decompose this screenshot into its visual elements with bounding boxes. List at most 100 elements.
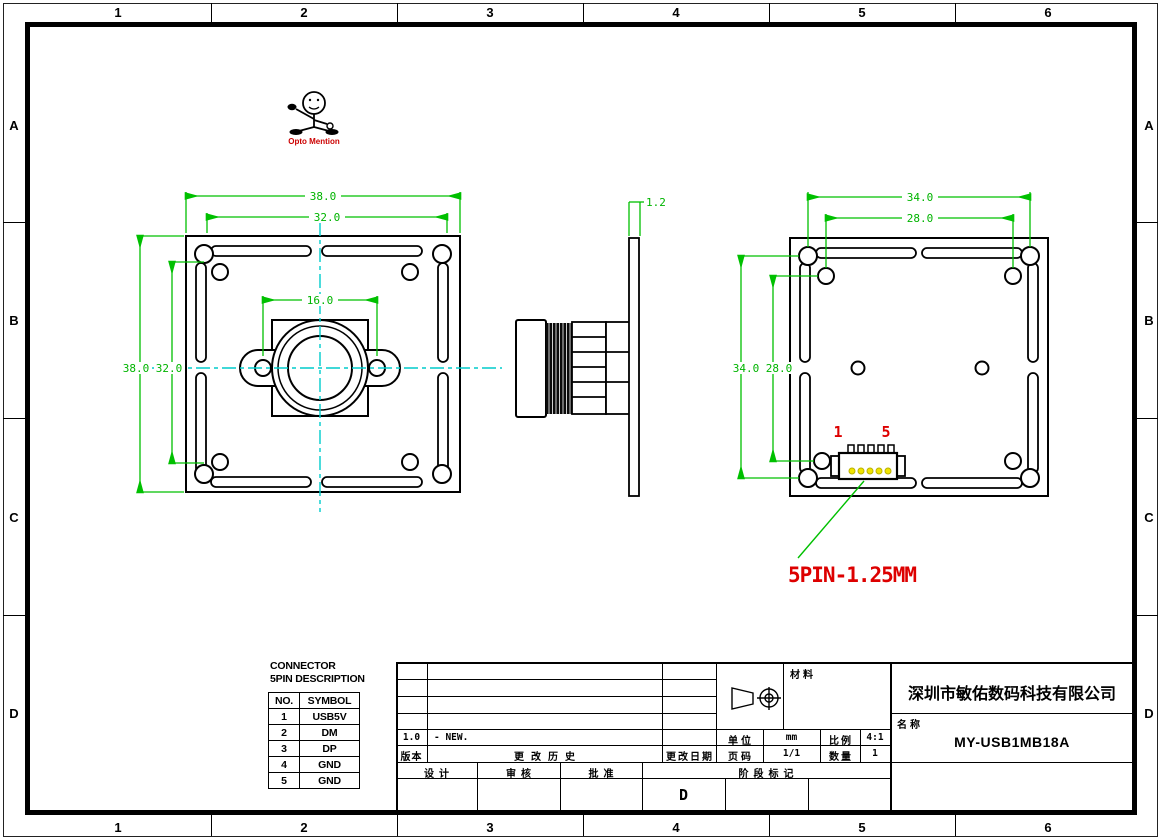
zone-tick (583, 3, 584, 22)
zone-col-label: 5 (858, 820, 866, 835)
titleblock-line (396, 662, 1132, 664)
outer-frame (3, 3, 1158, 837)
zone-col-label: 1 (114, 820, 122, 835)
label-history: 更改历史 (514, 752, 582, 763)
pin-5-label: 5 (881, 423, 890, 441)
titleblock-line (662, 662, 663, 763)
connector-note: 5PIN-1.25MM (788, 563, 916, 587)
dim-back-height: 34.0 (733, 362, 760, 375)
zone-tick (3, 222, 25, 223)
zone-col-label: 4 (672, 5, 680, 20)
pin-no: 5 (268, 772, 300, 789)
projection-symbol-icon (731, 687, 781, 710)
label-version: 版本 (400, 752, 423, 763)
logo-stick-figure-icon (287, 91, 339, 135)
pin-symbol: USB5V (299, 708, 360, 725)
pin-symbol: DP (299, 740, 360, 757)
zone-row-label: A (1144, 118, 1154, 133)
zone-col-label: 4 (672, 820, 680, 835)
connector-table-title: CONNECTOR 5PIN DESCRIPTION (270, 660, 365, 686)
zone-col-label: 3 (486, 5, 494, 20)
mounting-holes (194, 244, 452, 484)
fpc-connector (830, 444, 906, 481)
zone-tick (211, 815, 212, 836)
zone-tick (397, 3, 398, 22)
part-number: MY-USB1MB18A (954, 734, 1070, 750)
titleblock-line (725, 778, 726, 810)
page-value: 1/1 (782, 748, 801, 759)
zone-tick (3, 418, 25, 419)
zone-tick (769, 3, 770, 22)
pin-no: 1 (268, 708, 300, 725)
titleblock-line (477, 762, 478, 810)
logo-caption: Opto Mention (288, 137, 340, 146)
side-dimension (628, 201, 644, 236)
titleblock-line (890, 713, 1132, 714)
label-scale: 比例 (829, 736, 853, 747)
pin-1-label: 1 (833, 423, 842, 441)
revision-version: 1.0 (402, 732, 421, 743)
centerlines (144, 222, 502, 512)
revision-note: - NEW. (434, 732, 469, 743)
zone-row-label: A (9, 118, 19, 133)
col-symbol-header: SYMBOL (299, 692, 360, 709)
label-approve: 批准 (588, 769, 619, 780)
label-qty: 数量 (829, 752, 853, 763)
connector-leader-line (797, 480, 865, 559)
label-material: 材料 (790, 670, 816, 681)
zone-row-label: B (1144, 313, 1154, 328)
dim-lens-hole-spacing: 16.0 (307, 294, 334, 307)
pin-symbol: GND (299, 756, 360, 773)
titleblock-line (783, 662, 784, 729)
zone-tick (955, 815, 956, 836)
table-row: 2 DM (268, 724, 360, 741)
pcb-side-profile (628, 237, 640, 497)
zone-row-label: D (1144, 706, 1154, 721)
zone-col-label: 5 (858, 5, 866, 20)
connector-contacts (848, 467, 892, 475)
dim-back-inner-width: 28.0 (907, 212, 934, 225)
back-dimension-labels: 34.0 28.0 34.0 28.0 (731, 191, 938, 375)
zone-tick (583, 815, 584, 836)
dim-front-inner-height: 32.0 (156, 362, 183, 375)
label-date: 更改日期 (666, 752, 714, 763)
titleblock-line (396, 696, 716, 697)
zone-tick (955, 3, 956, 22)
zone-col-label: 3 (486, 820, 494, 835)
titleblock-line (396, 662, 398, 810)
titleblock-line (396, 745, 890, 746)
zone-tick (769, 815, 770, 836)
front-view: 38.0 32.0 16.0 38.0 32.0 (121, 190, 502, 512)
table-row: 3 DP (268, 740, 360, 757)
inner-frame (25, 22, 1137, 815)
zone-col-label: 1 (114, 5, 122, 20)
connector-pin-table: NO. SYMBOL 1 USB5V 2 DM 3 DP 4 GND 5 GND (268, 692, 360, 789)
zone-col-label: 6 (1044, 820, 1052, 835)
zone-tick (1137, 418, 1158, 419)
col-no-header: NO. (268, 692, 300, 709)
scale-value: 4:1 (866, 732, 884, 743)
label-design: 设计 (424, 769, 454, 780)
titleblock-line (642, 762, 643, 810)
titleblock-line (396, 713, 716, 714)
zone-col-label: 2 (300, 820, 308, 835)
zone-tick (3, 615, 25, 616)
pin-no: 4 (268, 756, 300, 773)
back-view: 1 5 5PIN-1.25MM 34.0 28.0 34.0 (731, 191, 1049, 587)
zone-row-label: C (9, 510, 19, 525)
front-dimension-labels: 38.0 32.0 16.0 38.0 32.0 (121, 190, 345, 375)
label-stage: 阶段标记 (738, 769, 799, 780)
dim-back-width: 34.0 (907, 191, 934, 204)
lens-thread (546, 323, 572, 414)
connector-table-title-line2: 5PIN DESCRIPTION (270, 673, 365, 685)
zone-tick (211, 3, 212, 22)
pcb-slots-back (799, 247, 1039, 489)
titleblock-line (890, 662, 892, 810)
company-name: 深圳市敏佑数码科技有限公司 (907, 686, 1116, 703)
table-row: 4 GND (268, 756, 360, 773)
unit-value: mm (785, 732, 798, 743)
side-view: 1.2 (515, 196, 666, 497)
zone-tick (397, 815, 398, 836)
label-page: 页码 (728, 752, 754, 763)
stage-mark-value: D (678, 786, 689, 804)
